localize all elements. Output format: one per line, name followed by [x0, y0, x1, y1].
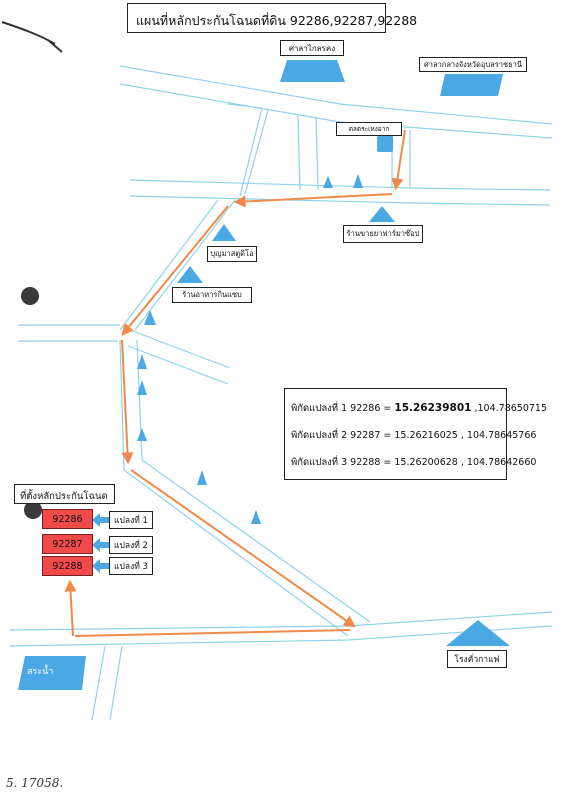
coordinate-row-1: พิกัดแปลงที่ 1 92286 = 15.26239801 ,104.… — [291, 402, 548, 414]
government-building-marker — [280, 60, 345, 82]
parcel-92286: 92286 — [42, 509, 93, 529]
plot-label-3: แปลงที่ 3 — [109, 557, 153, 575]
coordinate-row-2: พิกัดแปลงที่ 2 92287 = 15.26216025 , 104… — [291, 430, 537, 441]
handwritten-number: 5. 17058. — [6, 776, 64, 790]
pond-marker — [18, 656, 86, 690]
hole-punch — [21, 287, 39, 305]
plot-label-1: แปลงที่ 1 — [109, 511, 153, 529]
small-building-marker — [377, 136, 393, 152]
label-near-district-office: ศาลาไกลรคง — [280, 40, 344, 56]
label-studio: บุญมาสตูดิโอ — [207, 246, 257, 262]
collateral-location-title: ที่ตั้งหลักประกันโฉนด — [14, 484, 115, 504]
coordinates-box: พิกัดแปลงที่ 1 92286 = 15.26239801 ,104.… — [284, 388, 548, 480]
scratch-mark — [1, 21, 63, 53]
coordinate-row-3: พิกัดแปลงที่ 3 92288 = 15.26200628 , 104… — [291, 457, 537, 468]
label-small-building: ตลตระเหงอาก — [336, 122, 402, 136]
provincial-hall-marker — [440, 74, 503, 96]
plot-label-2: แปลงที่ 2 — [109, 536, 153, 554]
label-coffee-roaster: โรงคั่วกาแฟ — [447, 650, 507, 668]
tree-markers — [137, 174, 510, 646]
hole-punch — [24, 501, 42, 519]
parcel-92288: 92288 — [42, 556, 93, 576]
parcel-arrows — [92, 513, 109, 573]
label-provincial-hall: ศาลากลางจังหวัดอุบลราชธานี — [419, 57, 527, 72]
route — [64, 129, 406, 637]
label-restaurant: ร้านอาหารกินแซบ — [172, 287, 252, 303]
label-pharmacy: ร้านขายยาฟาร์มาซ๊อป — [343, 225, 423, 243]
map-title: แผนที่หลักประกันโฉนดที่ดิน 92286,92287,9… — [127, 3, 417, 33]
label-pond: สระน้ำ — [27, 667, 54, 677]
parcel-92287: 92287 — [42, 534, 93, 554]
